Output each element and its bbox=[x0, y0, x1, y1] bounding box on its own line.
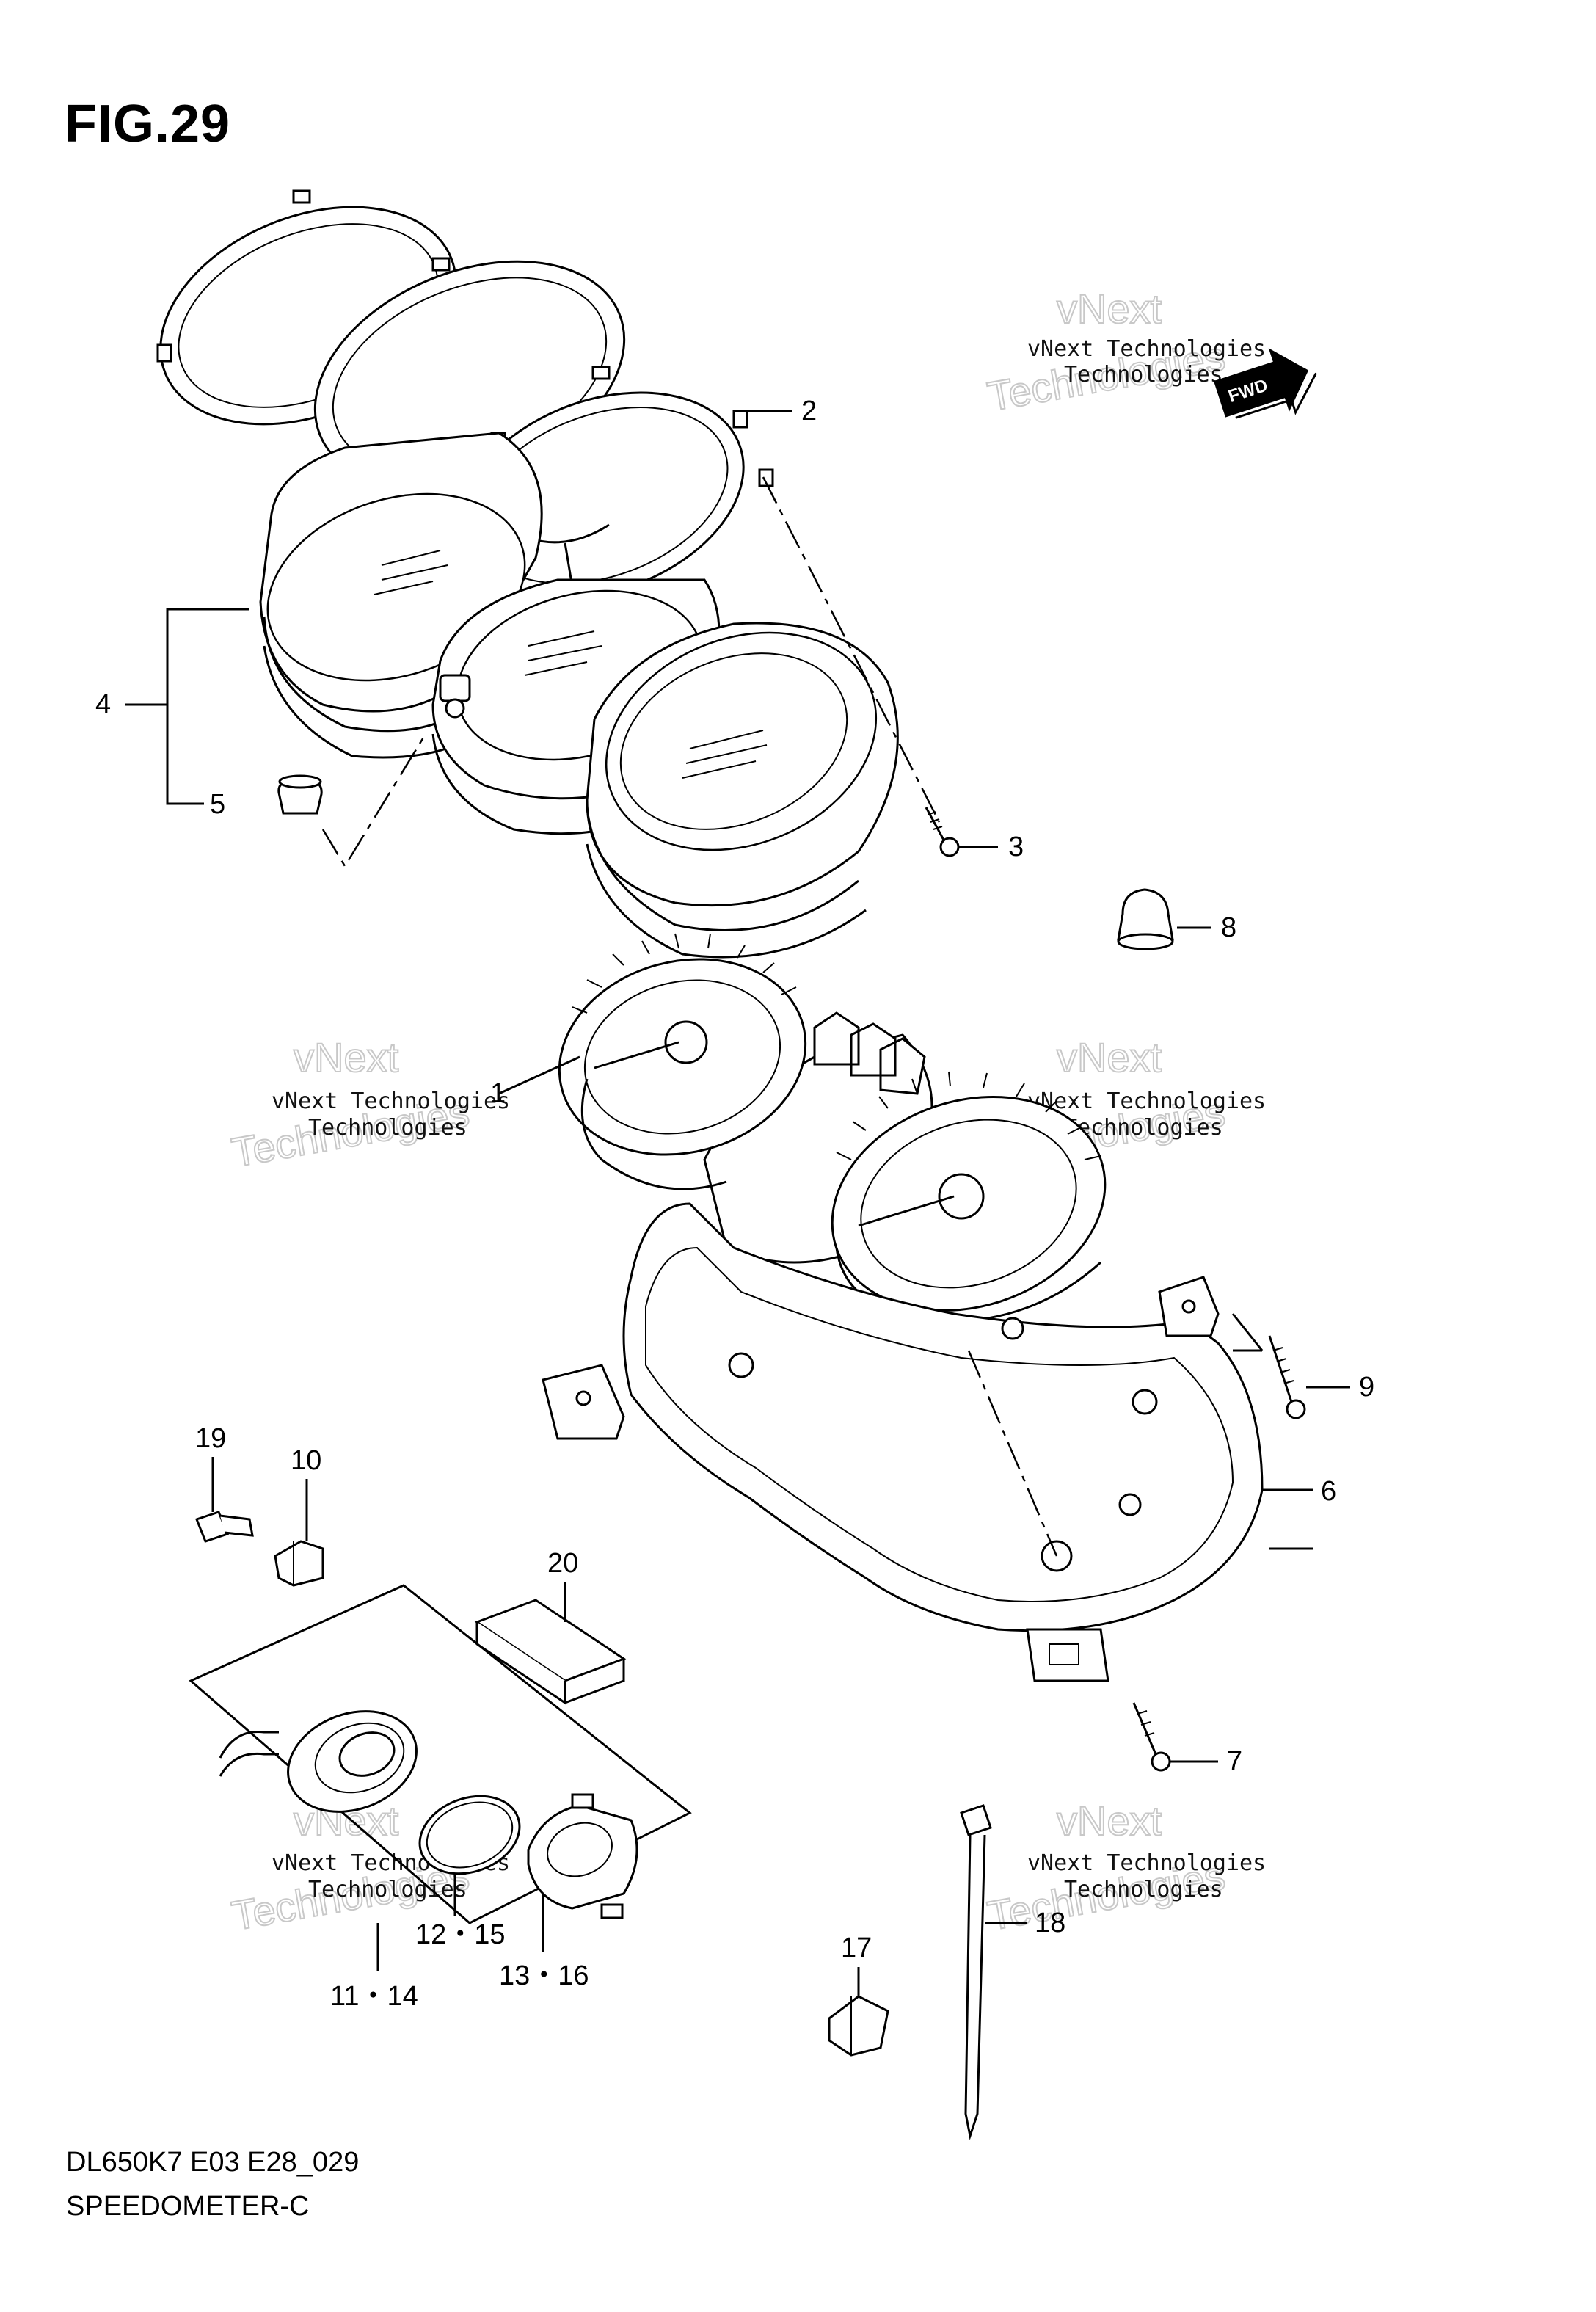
part-20-pad bbox=[474, 1582, 627, 1705]
callout-10: 10 bbox=[291, 1445, 321, 1476]
callout-7: 7 bbox=[1227, 1746, 1242, 1777]
watermark-5-text-b: Technologies bbox=[308, 1877, 467, 1902]
watermark-4-vnext: vNext bbox=[1057, 1034, 1162, 1080]
leader-dash-2-3 bbox=[762, 476, 941, 823]
watermark-3-vnext: vNext bbox=[294, 1034, 399, 1080]
callout-3: 3 bbox=[1008, 832, 1024, 862]
part-7-screw bbox=[1132, 1702, 1218, 1772]
watermark-6-vnext: vNext bbox=[1057, 1797, 1162, 1844]
watermark-6-text-b: Technologies bbox=[1064, 1877, 1223, 1902]
leader-dash-6 bbox=[967, 1350, 1058, 1557]
callout-6: 6 bbox=[1321, 1476, 1336, 1507]
part-10-clip bbox=[274, 1479, 324, 1587]
callout-5: 5 bbox=[210, 789, 225, 820]
watermark-6: vNext Technologies vNext Technologies Te… bbox=[983, 1797, 1266, 1940]
watermark-6-text: vNext Technologies bbox=[1027, 1850, 1266, 1876]
callout-11-14: 11・14 bbox=[330, 1981, 418, 2012]
callout-13-16: 13・16 bbox=[499, 1960, 589, 1991]
callout-8: 8 bbox=[1221, 912, 1236, 943]
callout-20: 20 bbox=[547, 1548, 578, 1579]
figure-title: FIG.29 bbox=[65, 95, 231, 153]
part-6-lower-case bbox=[542, 1202, 1313, 1682]
part-19-bolt bbox=[195, 1457, 254, 1543]
part-3-screw bbox=[925, 807, 998, 857]
callout-4-bracket bbox=[125, 608, 249, 805]
watermark-4-text: vNext Technologies bbox=[1027, 1088, 1266, 1114]
callout-12-15: 12・15 bbox=[415, 1919, 506, 1950]
watermark-3-text: vNext Technologies bbox=[272, 1088, 510, 1114]
watermark-3: vNext Technologies vNext Technologies Te… bbox=[227, 1033, 510, 1177]
callout-17: 17 bbox=[841, 1933, 872, 1963]
part-17-clamp bbox=[828, 1967, 889, 2057]
part-9-screw bbox=[1231, 1313, 1350, 1419]
callout-18: 18 bbox=[1035, 1908, 1065, 1938]
parts-11-16-socket-group bbox=[189, 1584, 692, 1971]
part-5-grommet bbox=[277, 733, 427, 868]
watermark-2-text-b: Technologies bbox=[1064, 362, 1223, 388]
part-8-cap bbox=[1117, 888, 1211, 950]
watermark-2-text: vNext Technologies bbox=[1027, 336, 1266, 362]
fwd-arrow-icon: FWD bbox=[1213, 348, 1317, 419]
callout-labels: 2 4 5 3 8 1 9 6 7 19 10 20 11・14 12・15 1… bbox=[95, 396, 1374, 2012]
callout-19: 19 bbox=[195, 1423, 226, 1454]
callout-1: 1 bbox=[490, 1078, 506, 1109]
part-4-meter-case bbox=[259, 432, 899, 959]
callout-4: 4 bbox=[95, 689, 111, 720]
figure-code: DL650K7 E03 E28_029 bbox=[66, 2147, 360, 2178]
watermark-4-text-b: Technologies bbox=[1064, 1115, 1223, 1141]
figure-name: SPEEDOMETER-C bbox=[66, 2191, 310, 2222]
callout-2: 2 bbox=[801, 396, 817, 426]
watermark-2-vnext: vNext bbox=[1057, 286, 1162, 332]
part-18-cable-tie bbox=[960, 1804, 1027, 2140]
part-1-meter-assembly bbox=[498, 933, 1107, 1323]
callout-9: 9 bbox=[1359, 1372, 1374, 1403]
watermark-3-text-b: Technologies bbox=[308, 1115, 467, 1141]
